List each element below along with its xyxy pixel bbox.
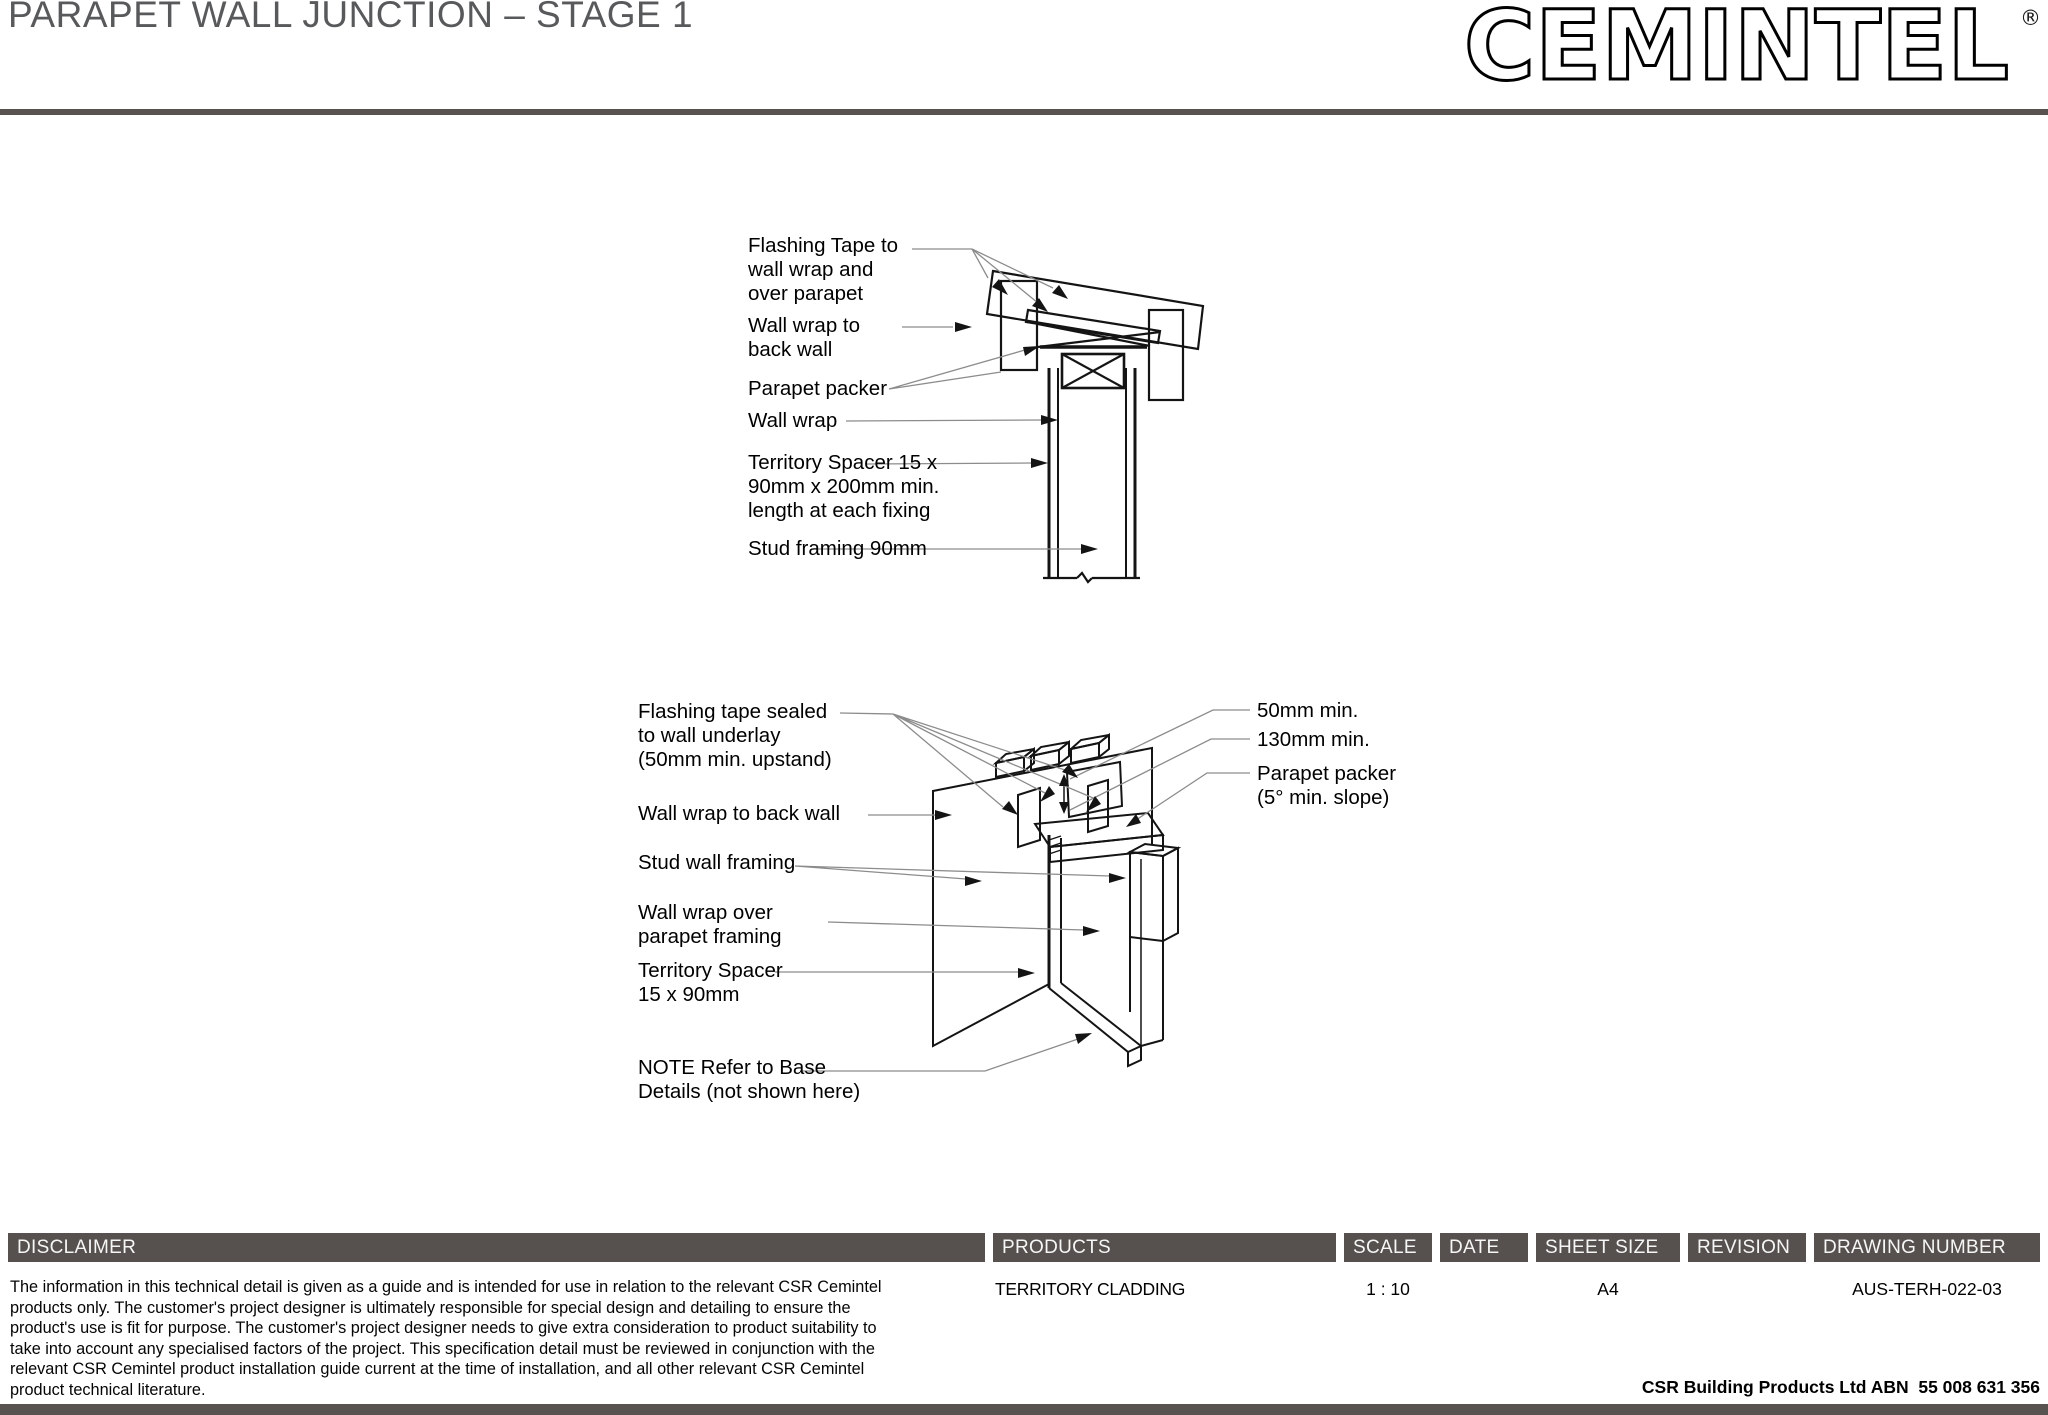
flashing-tape-blocks — [992, 732, 1110, 779]
cemintel-logo-text: CEMINTEL — [1464, 3, 2009, 95]
label-iso-wall-wrap-over: Wall wrap over parapet framing — [638, 901, 782, 948]
capping-left-leg — [999, 279, 1039, 372]
label-flashing-tape: Flashing Tape to wall wrap and over para… — [748, 234, 899, 305]
isometric-linework — [932, 732, 1182, 1068]
wall-wrap-sheet — [932, 746, 1153, 1048]
stage1-linework — [985, 269, 1205, 584]
registered-trademark-icon: ® — [2020, 6, 2041, 30]
flashing-panel-right — [1087, 778, 1109, 834]
label-iso-note-base-details: NOTE Refer to Base Details (not shown he… — [638, 1056, 861, 1103]
footer-header-sheet-size: SHEET SIZE — [1536, 1233, 1680, 1262]
capping-right-leg — [1147, 308, 1185, 402]
label-stud-framing: Stud framing 90mm — [748, 537, 927, 560]
page-title: PARAPET WALL JUNCTION – STAGE 1 — [8, 0, 694, 35]
label-wall-wrap-back-wall: Wall wrap to back wall — [748, 314, 861, 361]
label-dim-50mm: 50mm min. — [1257, 699, 1359, 722]
footer-header-drawing-number: DRAWING NUMBER — [1814, 1233, 2040, 1262]
company-abn-line: CSR Building Products Ltd ABN 55 008 631… — [1641, 1377, 2040, 1397]
header-divider — [0, 109, 2048, 115]
footer-header-products: PRODUCTS — [993, 1233, 1336, 1262]
stage1-arrowheads — [955, 279, 1098, 554]
label-parapet-packer: Parapet packer — [748, 377, 888, 400]
label-territory-spacer: Territory Spacer 15 x 90mm x 200mm min. … — [748, 451, 940, 522]
label-iso-flashing-tape: Flashing tape sealed to wall underlay (5… — [638, 700, 832, 771]
label-iso-parapet-packer: Parapet packer (5° min. slope) — [1257, 762, 1397, 809]
parapet-stud-column — [1126, 842, 1182, 1048]
parapet-packer-board — [1024, 308, 1162, 345]
footer-header-disclaimer: DISCLAIMER — [8, 1233, 985, 1262]
cemintel-logo: CEMINTEL ® — [1463, 3, 2042, 95]
label-wall-wrap: Wall wrap — [748, 409, 838, 432]
stage1-section-drawing — [816, 248, 1205, 584]
flashing-panel-center — [1065, 760, 1124, 819]
label-dim-130mm: 130mm min. — [1257, 728, 1370, 751]
parapet-capping-outline — [985, 269, 1205, 351]
break-mark — [1076, 571, 1093, 584]
footer-header-date: DATE — [1440, 1233, 1528, 1262]
bottom-bar — [0, 1404, 2048, 1415]
isometric-arrowheads — [935, 764, 1141, 1044]
flashing-panel-left — [1017, 786, 1041, 849]
products-value: TERRITORY CLADDING — [995, 1279, 1186, 1299]
bottom-plate — [1048, 982, 1164, 1068]
footer-header-scale: SCALE — [1344, 1233, 1432, 1262]
sheet-size-value: A4 — [1597, 1279, 1619, 1299]
packer-slab-front — [1049, 833, 1164, 864]
label-iso-wall-wrap-back-wall: Wall wrap to back wall — [638, 802, 841, 825]
label-iso-stud-wall-framing: Stud wall framing — [638, 851, 796, 874]
drawing-number-value: AUS-TERH-022-03 — [1852, 1279, 2002, 1299]
disclaimer-text: The information in this technical detail… — [10, 1278, 882, 1399]
stud-hatching — [1048, 835, 1062, 855]
label-iso-territory-spacer: Territory Spacer 15 x 90mm — [638, 959, 783, 1006]
isometric-leader-lines — [775, 709, 1250, 1072]
scale-value: 1 : 10 — [1366, 1279, 1410, 1299]
top-plate-box — [1060, 352, 1126, 390]
stage1-leader-lines — [816, 248, 1082, 550]
footer-header-revision: REVISION — [1688, 1233, 1806, 1262]
isometric-drawing — [775, 709, 1250, 1072]
